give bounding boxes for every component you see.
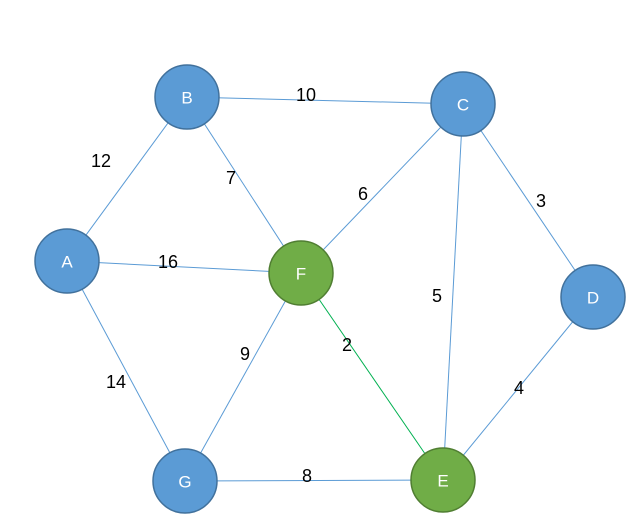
- edge-weight-b-c: 10: [296, 85, 316, 105]
- edge-b-c: [186, 96, 464, 105]
- edge-weight-a-b: 12: [91, 151, 111, 171]
- edge-a-f: [66, 260, 302, 274]
- node-circle-c: [430, 71, 496, 137]
- node-circle-b: [154, 64, 220, 130]
- node-circle-g: [152, 448, 218, 514]
- node-circle-f: [268, 240, 334, 306]
- node-label-d: D: [587, 289, 599, 308]
- edge-c-e: [442, 103, 464, 481]
- edge-weight-c-e: 5: [432, 286, 442, 306]
- edges-layer: [66, 96, 594, 482]
- edge-f-g: [184, 272, 302, 482]
- node-b: B: [154, 64, 220, 130]
- node-label-f: F: [296, 265, 306, 284]
- edge-a-g: [66, 260, 186, 482]
- node-c: C: [430, 71, 496, 137]
- node-circle-a: [34, 228, 100, 294]
- edge-weight-a-f: 16: [158, 252, 178, 272]
- node-g: G: [152, 448, 218, 514]
- edge-labels-layer: 12 10 7 16 6 3 5 14 9 2 8 4: [91, 85, 546, 486]
- edge-weight-f-e: 2: [342, 335, 352, 355]
- node-circle-d: [560, 264, 626, 330]
- node-e: E: [410, 447, 476, 513]
- edge-a-b: [66, 96, 188, 262]
- node-circle-e: [410, 447, 476, 513]
- edge-weight-g-e: 8: [302, 466, 312, 486]
- edge-weight-f-g: 9: [240, 344, 250, 364]
- edge-weight-b-f: 7: [226, 168, 236, 188]
- edge-weight-d-e: 4: [514, 378, 524, 398]
- nodes-layer: A B C D E F G: [34, 64, 626, 514]
- edge-c-d: [462, 103, 594, 298]
- node-label-b: B: [181, 89, 192, 108]
- edge-g-e: [184, 479, 444, 482]
- node-a: A: [34, 228, 100, 294]
- edge-c-f: [300, 103, 464, 274]
- node-f: F: [268, 240, 334, 306]
- edge-d-e: [442, 296, 594, 481]
- node-label-g: G: [178, 473, 191, 492]
- node-label-c: C: [457, 96, 469, 115]
- edge-b-f: [186, 96, 302, 274]
- edge-f-e: [300, 272, 444, 481]
- edge-weight-c-f: 6: [358, 184, 368, 204]
- edge-weight-c-d: 3: [536, 191, 546, 211]
- edge-weight-a-g: 14: [106, 372, 126, 392]
- node-label-a: A: [61, 253, 73, 272]
- node-label-e: E: [437, 472, 448, 491]
- node-d: D: [560, 264, 626, 330]
